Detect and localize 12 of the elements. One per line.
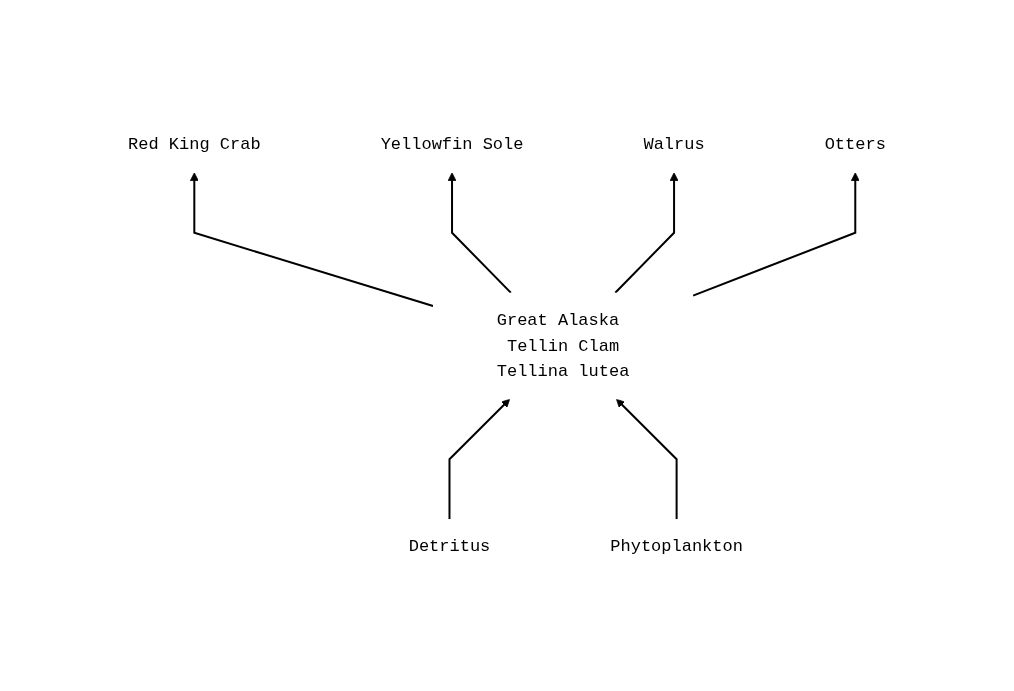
node-text: Yellowfin Sole bbox=[380, 134, 524, 154]
arrow bbox=[616, 398, 678, 520]
node-text: Walrus bbox=[643, 134, 705, 154]
arrow bbox=[448, 398, 511, 520]
node-text: Red King Crab bbox=[128, 134, 261, 154]
arrow bbox=[692, 171, 860, 297]
node-text: Phytoplankton bbox=[610, 536, 743, 556]
node-text: Great Alaska Tellin Clam Tellina lutea bbox=[496, 310, 630, 381]
node-text: Otters bbox=[824, 134, 886, 154]
node-text: Detritus bbox=[408, 536, 491, 556]
arrow bbox=[189, 171, 435, 307]
arrow bbox=[614, 171, 679, 294]
